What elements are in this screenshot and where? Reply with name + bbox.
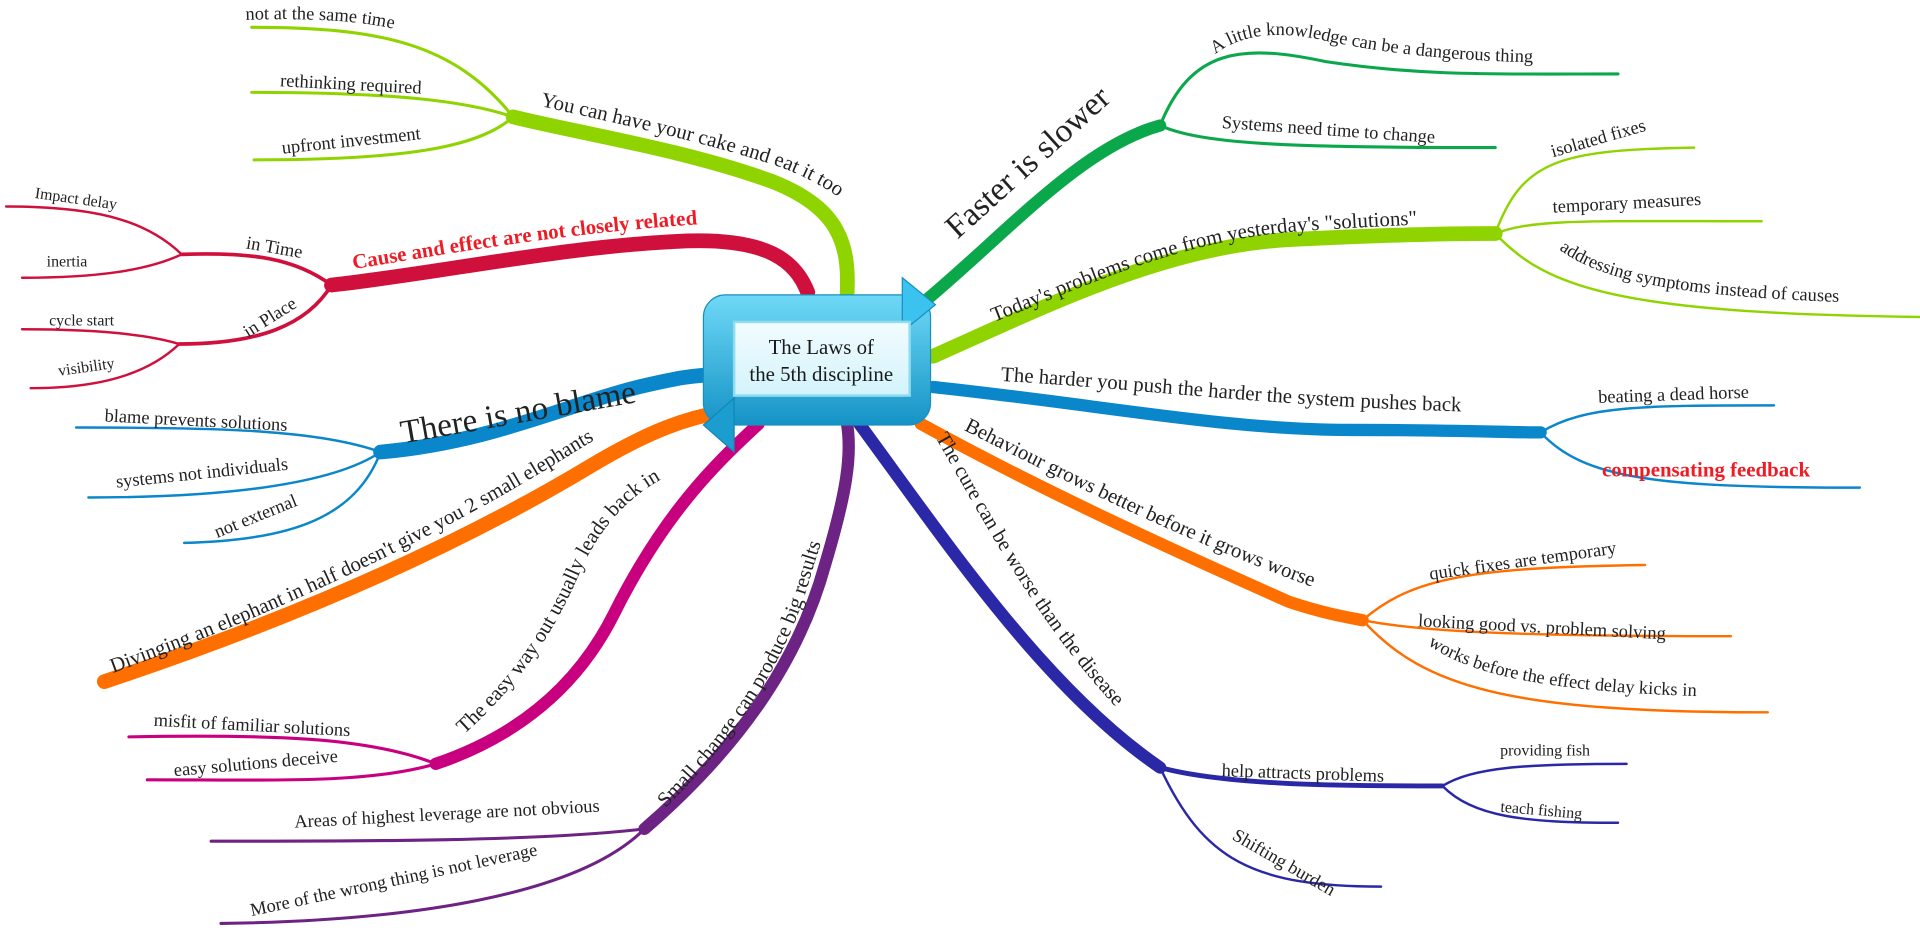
leaf-line <box>1494 232 1920 319</box>
leaf-line <box>1539 404 1776 434</box>
leaf-line <box>1361 563 1647 622</box>
leaf-line <box>1441 762 1628 788</box>
leaf-label[interactable]: cycle start <box>49 313 115 330</box>
branch-label[interactable]: There is no blame <box>398 374 639 452</box>
leaf-label[interactable]: blame prevents solutions <box>104 405 288 435</box>
sub-line <box>1157 765 1445 789</box>
leaf-line <box>1158 123 1497 150</box>
leaf-label[interactable]: beating a dead horse <box>1598 382 1749 407</box>
branch-line <box>505 109 855 303</box>
leaf-label[interactable]: quick fixes are temporary <box>1428 538 1618 584</box>
sub-line <box>177 283 334 346</box>
leaf-line <box>1494 146 1696 235</box>
leaf-line <box>250 25 515 119</box>
leaf-label[interactable]: looking good vs. problem solving <box>1418 610 1667 643</box>
leaf-line <box>1539 431 1862 489</box>
branch-line <box>925 226 1503 364</box>
leaf-line <box>20 253 183 279</box>
sub-line <box>179 252 334 287</box>
central-topic-node[interactable]: The Laws of the 5th discipline <box>702 276 937 454</box>
branch-line <box>914 417 1369 627</box>
leaf-line <box>1441 784 1620 825</box>
leaf-label[interactable]: easy solutions deceive <box>173 746 339 780</box>
leaf-line <box>87 450 382 499</box>
leaf-line <box>145 762 438 782</box>
leaf-line <box>29 342 181 390</box>
branch-faster-slower[interactable]: Faster is slower A little knowledge can … <box>914 19 1620 311</box>
leaf-label[interactable]: A little knowledge can be a dangerous th… <box>1206 19 1533 66</box>
leaf-label[interactable]: providing fish <box>1500 742 1590 759</box>
leaf-line <box>1158 766 1383 888</box>
leaf-label[interactable]: Areas of highest leverage are not obviou… <box>294 796 600 832</box>
leaf-line <box>74 426 382 454</box>
central-title-line2: the 5th discipline <box>749 362 893 386</box>
branch-no-blame[interactable]: There is no blame blame prevents solutio… <box>74 367 726 545</box>
leaf-line <box>1158 51 1620 128</box>
leaf-label[interactable]: not external <box>211 490 300 541</box>
central-title-line1: The Laws of <box>769 335 874 359</box>
arrow-left-icon <box>702 396 735 454</box>
arrow-right-icon <box>901 276 937 334</box>
leaf-label-highlighted[interactable]: compensating feedback <box>1602 458 1810 482</box>
leaf-line <box>1361 618 1733 638</box>
leaf-line <box>1494 219 1763 235</box>
leaf-line <box>250 90 515 119</box>
leaf-line <box>4 205 183 256</box>
leaf-label[interactable]: inertia <box>47 254 88 271</box>
node-inner-box <box>732 320 911 397</box>
leaf-label[interactable]: More of the wrong thing is not leverage <box>248 840 539 920</box>
branch-line <box>853 417 1167 774</box>
branch-label[interactable]: Small change can produce big results <box>652 537 826 811</box>
leaf-label[interactable]: visibility <box>57 355 116 380</box>
leaf-line <box>219 827 647 925</box>
leaf-label[interactable]: systems not individuals <box>115 454 289 492</box>
leaf-line <box>252 115 515 162</box>
leaf-label[interactable]: addressing symptoms instead of causes <box>1557 236 1840 306</box>
sub-label[interactable]: in Place <box>240 293 300 341</box>
branch-cause-effect[interactable]: Cause and effect are not closely related… <box>4 185 816 390</box>
branch-line <box>638 417 855 836</box>
leaf-line <box>1361 618 1770 714</box>
leaf-label[interactable]: temporary measures <box>1552 189 1702 217</box>
branch-line <box>926 380 1547 439</box>
leaf-line <box>127 734 438 766</box>
leaf-line <box>182 450 382 545</box>
branch-todays-problems[interactable]: Today's problems come from yesterday's "… <box>925 115 1920 364</box>
branch-label[interactable]: You can have your cake and eat it too <box>539 87 849 201</box>
branch-line <box>324 233 816 300</box>
branch-line <box>429 417 765 770</box>
leaf-label[interactable]: Shifting burden <box>1229 825 1339 900</box>
leaf-label[interactable]: teach fishing <box>1500 799 1583 823</box>
branch-line <box>914 119 1167 311</box>
leaf-line <box>20 328 181 346</box>
branch-line <box>96 404 732 689</box>
branch-line <box>373 367 726 460</box>
leaf-line <box>209 827 647 843</box>
